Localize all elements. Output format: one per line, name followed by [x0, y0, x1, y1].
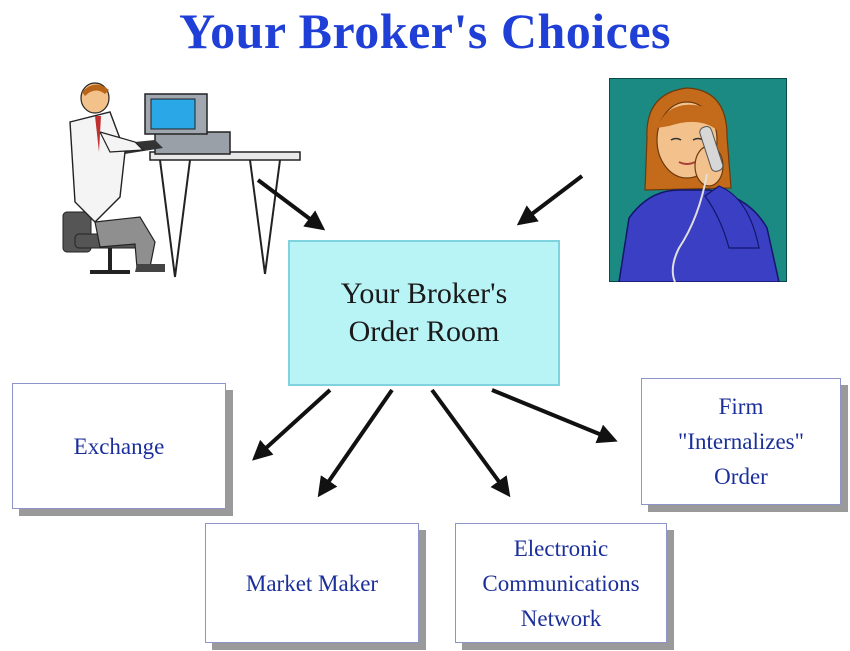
arrow-to-ecn: [430, 388, 511, 498]
arrow-phone-to-order-room: [516, 174, 584, 226]
man-at-computer-icon: [62, 82, 301, 278]
order-room-box: Your Broker's Order Room: [288, 240, 560, 386]
arrow-to-market-maker: [317, 388, 394, 498]
exchange-box: Exchange: [12, 383, 226, 509]
ecn-box: Electronic Communications Network: [455, 523, 667, 643]
arrow-computer-to-order-room: [256, 178, 326, 231]
internalizes-box: Firm "Internalizes" Order: [641, 378, 841, 505]
arrow-to-exchange: [252, 388, 332, 461]
arrow-to-internalizes: [491, 388, 618, 444]
woman-on-phone-icon: [609, 78, 787, 282]
market-maker-box: Market Maker: [205, 523, 419, 643]
diagram-title: Your Broker's Choices: [179, 3, 671, 59]
